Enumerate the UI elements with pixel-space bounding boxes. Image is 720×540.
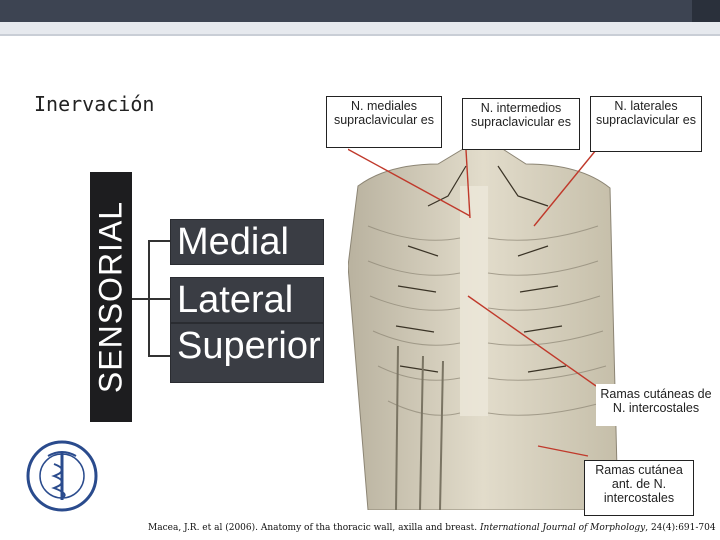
superior-label: Superior — [177, 325, 321, 367]
institute-logo — [26, 440, 98, 512]
lateral-label: Lateral — [177, 279, 294, 321]
header-stripe — [0, 22, 720, 34]
side-label: SENSORIAL — [92, 200, 129, 394]
bracket-connector-1 — [148, 240, 170, 242]
side-label-box: SENSORIAL — [90, 172, 132, 422]
citation: Macea, J.R. et al (2006). Anatomy of tha… — [148, 523, 716, 533]
pointer-lines — [348, 148, 597, 457]
slide-title: Inervación — [34, 92, 155, 116]
label-medial-nerves: N. mediales supraclavicular es — [326, 96, 442, 148]
medial-label: Medial — [177, 221, 289, 263]
nerve-branches — [395, 165, 567, 373]
citation-main: Macea, J.R. et al (2006). Anatomy of tha… — [148, 523, 480, 533]
abdominal-wall — [395, 345, 444, 510]
citation-journal: International Journal of Morphology — [479, 523, 646, 533]
bracket-connector-3 — [148, 355, 170, 357]
bracket-connector-2 — [132, 298, 170, 300]
header-bar — [0, 0, 720, 22]
superior-box: Superior — [170, 323, 324, 383]
lateral-box: Lateral — [170, 277, 324, 323]
header-divider — [0, 34, 720, 36]
label-anterior-cutaneous-branches: Ramas cutánea ant. de N. intercostales — [584, 460, 694, 516]
label-lateral-nerves: N. laterales supraclavicular es — [590, 96, 702, 152]
header-accent — [692, 0, 720, 22]
label-lateral-cutaneous-branches: Ramas cutáneas de N. intercostales — [596, 384, 716, 426]
rib-lines — [367, 225, 609, 416]
citation-tail: , 24(4):691-704 — [645, 523, 716, 533]
medial-box: Medial — [170, 219, 324, 265]
label-intermediate-nerves: N. intermedios supraclavicular es — [462, 98, 580, 150]
thoracic-wall-illustration — [348, 146, 618, 510]
